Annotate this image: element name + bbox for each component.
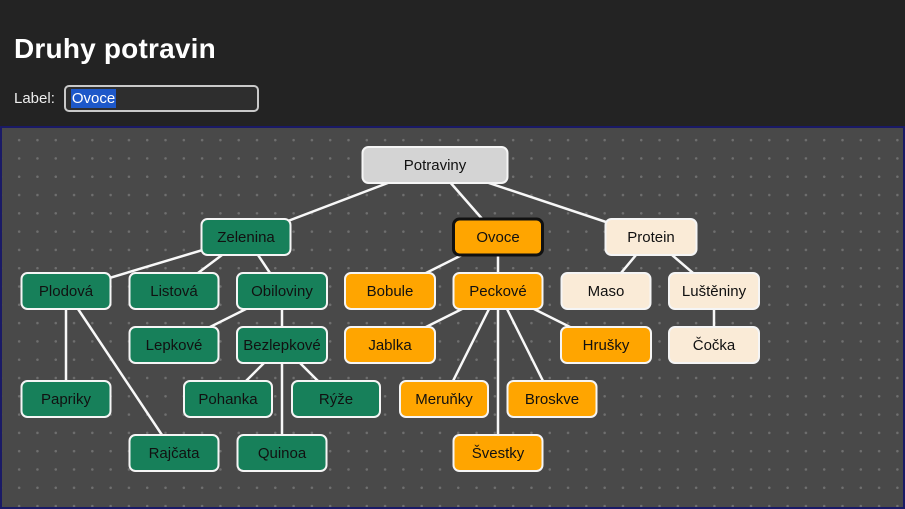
node-ryze-box[interactable] [291,380,381,418]
node-plodova-box[interactable] [20,272,112,310]
node-ryze[interactable]: Rýže [291,380,381,418]
node-listova-box[interactable] [128,272,220,310]
node-zelenina[interactable]: Zelenina [200,218,292,256]
node-quinoa-label: Quinoa [258,445,307,462]
node-hrusky-box[interactable] [560,326,652,364]
app-header: Druhy potravin Label: Ovoce [0,0,905,126]
node-broskve-box[interactable] [506,380,598,418]
node-protein-label: Protein [627,229,675,246]
node-cocka-box[interactable] [668,326,760,364]
node-papriky-box[interactable] [20,380,112,418]
node-svestky-box[interactable] [452,434,544,472]
node-lepkove-label: Lepkové [146,337,203,354]
label-input-caption: Label: [14,90,55,107]
node-merunky[interactable]: Meruňky [399,380,489,418]
node-lepkove[interactable]: Lepkové [128,326,220,364]
node-jablka-label: Jablka [368,337,412,354]
node-jablka[interactable]: Jablka [344,326,436,364]
node-rajcata[interactable]: Rajčata [128,434,220,472]
node-bobule-label: Bobule [367,283,414,300]
node-zelenina-box[interactable] [200,218,292,256]
node-rajcata-label: Rajčata [149,445,201,462]
node-ovoce[interactable]: Ovoce [452,217,544,257]
node-pohanka-label: Pohanka [198,391,258,408]
node-pohanka-box[interactable] [183,380,273,418]
node-svestky-label: Švestky [472,445,525,462]
node-potraviny-box[interactable] [361,146,509,184]
node-broskve-label: Broskve [525,391,579,408]
node-papriky[interactable]: Papriky [20,380,112,418]
node-listova-label: Listová [150,283,198,300]
label-row: Label: Ovoce [14,85,259,112]
node-obiloviny-label: Obiloviny [251,283,313,300]
node-ovoce-box[interactable] [452,217,544,257]
node-ryze-label: Rýže [319,391,353,408]
node-lusteniny-label: Luštěniny [682,283,747,300]
node-pohanka[interactable]: Pohanka [183,380,273,418]
node-maso-box[interactable] [560,272,652,310]
node-hrusky-label: Hrušky [583,337,630,354]
node-maso[interactable]: Maso [560,272,652,310]
node-rajcata-box[interactable] [128,434,220,472]
node-jablka-box[interactable] [344,326,436,364]
node-obiloviny[interactable]: Obiloviny [236,272,328,310]
node-ovoce-label: Ovoce [476,229,519,246]
label-input-selected-text: Ovoce [70,89,117,108]
node-zelenina-label: Zelenina [217,229,275,246]
node-bobule[interactable]: Bobule [344,272,436,310]
node-listova[interactable]: Listová [128,272,220,310]
edge-plodova-rajcata [64,289,176,455]
node-bezlepkove-box[interactable] [236,326,328,364]
node-lusteniny-box[interactable] [668,272,760,310]
label-input[interactable]: Ovoce [63,85,259,112]
node-svestky[interactable]: Švestky [452,434,544,472]
node-lepkove-box[interactable] [128,326,220,364]
node-lusteniny[interactable]: Luštěniny [668,272,760,310]
node-potraviny-label: Potraviny [404,157,467,174]
node-plodova-label: Plodová [39,283,94,300]
node-papriky-label: Papriky [41,391,92,408]
node-bobule-box[interactable] [344,272,436,310]
node-bezlepkove[interactable]: Bezlepkové [236,326,328,364]
node-protein-box[interactable] [604,218,698,256]
node-bezlepkove-label: Bezlepkové [243,337,321,354]
node-peckove-box[interactable] [452,272,544,310]
node-potraviny[interactable]: Potraviny [361,146,509,184]
page-title: Druhy potravin [14,33,216,64]
node-cocka-label: Čočka [693,337,736,354]
node-merunky-box[interactable] [399,380,489,418]
node-cocka[interactable]: Čočka [668,326,760,364]
node-merunky-label: Meruňky [415,391,473,408]
node-hrusky[interactable]: Hrušky [560,326,652,364]
node-quinoa[interactable]: Quinoa [236,434,328,472]
node-plodova[interactable]: Plodová [20,272,112,310]
node-broskve[interactable]: Broskve [506,380,598,418]
node-peckove-label: Peckové [469,283,527,300]
node-protein[interactable]: Protein [604,218,698,256]
node-obiloviny-box[interactable] [236,272,328,310]
node-peckove[interactable]: Peckové [452,272,544,310]
node-quinoa-box[interactable] [236,434,328,472]
node-maso-label: Maso [588,283,625,300]
